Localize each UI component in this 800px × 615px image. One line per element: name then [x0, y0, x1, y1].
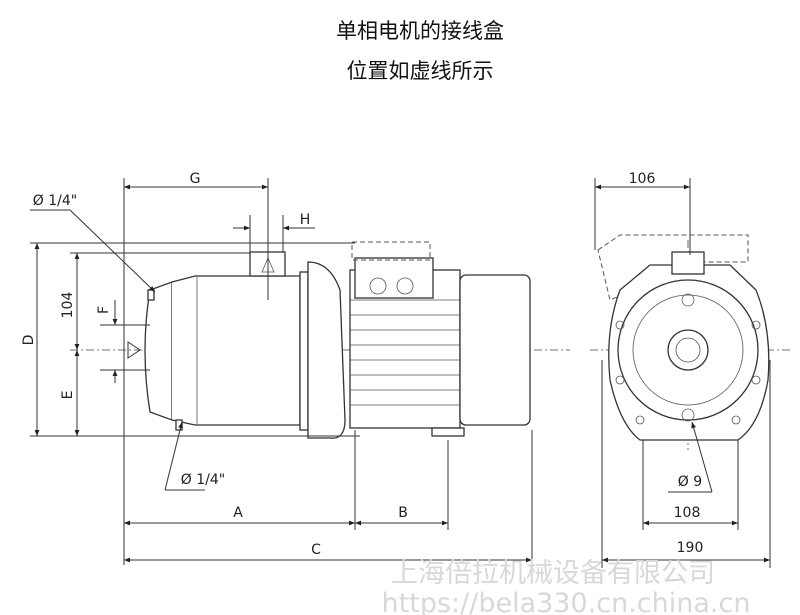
dim-phi-quarter-bottom: Ø 1/4"	[181, 472, 225, 488]
dim-106: 106	[629, 171, 656, 187]
dim-f: F	[96, 306, 112, 314]
dim-phi-quarter-top: Ø 1/4"	[33, 193, 77, 209]
dim-h: H	[300, 212, 311, 228]
dim-104: 104	[60, 292, 76, 319]
dim-g: G	[190, 171, 201, 187]
dimension-labels: G H D 104 F E A B C 106 108 190 Ø 9 Ø 1/…	[21, 171, 703, 558]
dim-phi-9: Ø 9	[678, 474, 702, 490]
dim-190: 190	[677, 540, 704, 556]
pump-side-view	[70, 241, 570, 439]
watermark-company: 上海倍拉机械设备有限公司	[391, 558, 715, 589]
title-line-2: 位置如虚线所示	[347, 59, 494, 83]
dim-b: B	[398, 505, 408, 521]
pump-front-view	[590, 234, 790, 450]
dim-c: C	[311, 542, 321, 558]
dim-d: D	[21, 335, 37, 346]
dim-108: 108	[674, 505, 701, 521]
dim-a: A	[233, 505, 243, 521]
dim-e: E	[60, 391, 76, 400]
watermark-url: https://bela330.cn.china.cn	[382, 588, 751, 615]
title-line-1: 单相电机的接线盒	[336, 19, 504, 43]
dimension-lines	[30, 178, 771, 568]
